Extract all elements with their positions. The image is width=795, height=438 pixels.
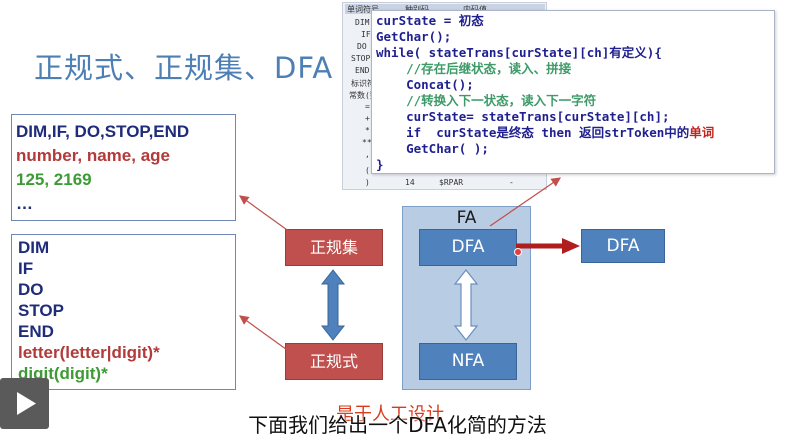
table-row-label: END [355, 66, 370, 75]
table-row-label: + [365, 114, 370, 123]
slide-title: 正规式、正规集、DFA [34, 51, 334, 85]
table-row-label: * [365, 126, 370, 135]
code-line: while( stateTrans[curState][ch]有定义){ [376, 45, 662, 60]
regex-line: END [18, 322, 54, 341]
table-cell: $RPAR [439, 178, 464, 187]
table-header-cell: 内码值 [463, 4, 487, 15]
arrow-regular-set-to-tokens [239, 195, 291, 233]
dfa-node: DFA [419, 229, 517, 266]
regex-line: STOP [18, 301, 64, 320]
regular-expression-label: 正规式 [285, 343, 383, 380]
token-examples-box: DIM,IF, DO,STOP,END number, name, age 12… [11, 114, 236, 221]
table-row-label: DO [357, 42, 367, 51]
table-row-label: 常数(整) [349, 91, 383, 100]
keywords-line: DIM,IF, DO,STOP,END [16, 122, 190, 141]
numbers-line: 125, 2169 [16, 170, 92, 189]
code-line: Concat(); [376, 77, 474, 92]
ellipsis-line: … [16, 194, 33, 213]
table-row-label: STOP [351, 54, 371, 63]
regular-set-label: 正规集 [285, 229, 383, 266]
code-line: curState= stateTrans[curState][ch]; [376, 109, 670, 124]
regex-examples-box: DIM IF DO STOP END letter(letter|digit)*… [11, 234, 236, 390]
video-subtitle: 下面我们给出一个DFA化简的方法 [248, 413, 547, 437]
table-header-cell: 单词符号 [347, 5, 379, 14]
code-line: GetChar(); [376, 29, 452, 44]
table-row-label: = [365, 102, 370, 111]
arrow-regex-to-rules [239, 315, 291, 353]
identifier-regex-line: letter(letter|digit)* [18, 343, 160, 362]
regex-line: DIM [18, 238, 50, 257]
code-line: GetChar( ); [376, 141, 489, 156]
table-row-label: DIM [355, 18, 370, 27]
table-cell: 14 [405, 178, 415, 187]
pointer-dot [514, 248, 522, 256]
code-line: if curState是终态 then 返回strToken中的单词 [376, 125, 714, 141]
arrow-dfa-to-code [489, 177, 561, 227]
table-row-label: IF [361, 30, 371, 39]
table-row-label: , [365, 150, 370, 159]
table-header-cell: 种别码 [405, 4, 429, 15]
regex-line: IF [18, 259, 34, 278]
code-comment: //存在后继状态，读入、拼接 [376, 61, 572, 76]
code-popup: curState = 初态 GetChar(); while( stateTra… [371, 10, 775, 174]
partial-caption: 是于人工设计 [336, 404, 444, 425]
code-comment: //转换入下一状态，读入下一字符 [376, 93, 597, 108]
arrow-dfa-minimize-head [562, 238, 580, 254]
code-line-text: if curState是终态 then 返回strToken中的 [376, 125, 690, 140]
table-row-label: ( [365, 166, 370, 175]
regex-line: DO [18, 280, 44, 299]
code-line: } [376, 157, 384, 172]
minimized-dfa-node: DFA [581, 229, 665, 263]
fa-label: FA [456, 208, 477, 228]
table-row-label: ) [365, 178, 370, 187]
double-arrow-regex-set [320, 269, 346, 341]
code-highlight-word: 单词 [689, 125, 715, 140]
identifiers-line: number, name, age [16, 146, 170, 165]
table-row-label: 标识符 [351, 79, 375, 88]
token-table-header: 单词符号 种别码 内码值 [345, 4, 545, 14]
table-cell: - [509, 178, 514, 187]
table-row-label: ** [362, 138, 372, 147]
play-button[interactable] [0, 378, 49, 429]
play-icon [17, 392, 36, 415]
code-line: curState = 初态 [376, 13, 484, 28]
nfa-node: NFA [419, 343, 517, 380]
double-arrow-dfa-nfa [453, 269, 479, 341]
